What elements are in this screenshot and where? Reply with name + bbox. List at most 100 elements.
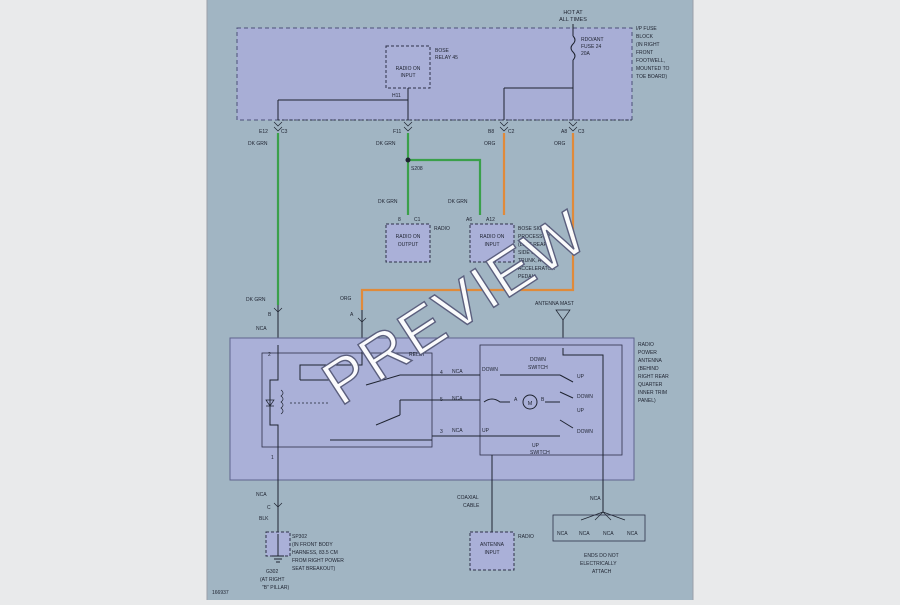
ends-1: ENDS DO NOT xyxy=(584,553,619,559)
sp302-1: SP302 xyxy=(292,534,307,540)
relay-radio-on-input-1: RADIO ON xyxy=(396,66,421,72)
nca-relay-2: NCA xyxy=(452,396,463,402)
fuse-block-label-4: FRONT xyxy=(636,50,653,56)
rpa-label-5: RIGHT REAR xyxy=(638,374,669,380)
antenna-mast-label: ANTENNA MAST xyxy=(535,301,574,307)
conn-c3-a: C3 xyxy=(281,129,288,135)
fuse-label-1: RDO/ANT xyxy=(581,37,604,43)
fuse-block-label-5: FOOTWELL, xyxy=(636,58,665,64)
nca-relay-1: NCA xyxy=(452,369,463,375)
fuse-block-label-6: MOUNTED TO xyxy=(636,66,670,72)
antenna-input-2: INPUT xyxy=(485,550,500,556)
conn-c2: C2 xyxy=(508,129,515,135)
bose-relay-label-2: RELAY 45 xyxy=(435,55,458,61)
antenna-mast-icon xyxy=(555,309,571,321)
down-switch-2: SWITCH xyxy=(528,365,548,371)
bose-sig-5: TRUNK, AT xyxy=(518,258,544,264)
wire-blk: BLK xyxy=(259,516,269,522)
fuse-block-label-7: TOE BOARD) xyxy=(636,74,667,80)
pin-b8: B8 xyxy=(488,129,494,135)
up-switch-1: UP xyxy=(532,443,540,449)
bose-input-box xyxy=(469,223,515,263)
nca-ends-box xyxy=(552,514,646,542)
motor-icon xyxy=(522,394,538,410)
pin-e12: E12 xyxy=(259,129,268,135)
pin-a12: A12 xyxy=(486,217,495,223)
down-label-2: DOWN xyxy=(577,394,593,400)
diode-icon xyxy=(265,399,275,407)
nca-3: NCA xyxy=(557,531,568,537)
antenna-input-box xyxy=(469,531,515,571)
bose-radio-on-input-2: INPUT xyxy=(485,242,500,248)
nca-5: NCA xyxy=(603,531,614,537)
pin-c1: C1 xyxy=(414,217,421,223)
rpa-label-2: POWER xyxy=(638,350,657,356)
pin-a6: A6 xyxy=(466,217,472,223)
radio-label-1: RADIO xyxy=(434,226,450,232)
splice-s208-dot xyxy=(405,157,411,163)
motor-pin-a: A xyxy=(514,397,518,403)
bose-sig-4: SIDE OF xyxy=(518,250,538,256)
motor-pin-b: B xyxy=(541,397,545,403)
ends-2: ELECTRICALLY xyxy=(580,561,617,567)
pin-h11: H11 xyxy=(392,93,401,99)
conn-c3-b: C3 xyxy=(578,129,585,135)
pin-a8: A8 xyxy=(561,129,567,135)
fuse-label-2: FUSE 24 xyxy=(581,44,602,50)
up-label-2: UP xyxy=(577,374,585,380)
pin-a-relay: A xyxy=(350,312,354,318)
g302-2: (AT RIGHT xyxy=(260,577,285,583)
up-label-3: UP xyxy=(577,408,585,414)
rpa-label-6: QUARTER xyxy=(638,382,663,388)
down-switch-1: DOWN xyxy=(530,357,546,363)
bose-sig-7: PEDAL) xyxy=(518,274,536,280)
wire-dkgrn-1: DK GRN xyxy=(248,141,268,147)
pin-8: 8 xyxy=(398,217,401,223)
pin-f11: F11 xyxy=(393,129,401,135)
rpa-label-1: RADIO xyxy=(638,342,654,348)
relay-label: RELAY xyxy=(409,352,426,358)
hot-label: HOT AT xyxy=(563,10,583,16)
motor-label: M xyxy=(528,401,533,407)
wire-dkgrn-5: DK GRN xyxy=(246,297,266,303)
fuse-block-label-3: (IN RIGHT xyxy=(636,42,660,48)
wire-dkgrn-3: DK GRN xyxy=(378,199,398,205)
sp302-2: (IN FRONT BODY xyxy=(292,542,333,548)
nca-2: NCA xyxy=(590,496,601,502)
nca-6: NCA xyxy=(627,531,638,537)
radio-label-2: RADIO xyxy=(518,534,534,540)
antenna-input-1: ANTENNA xyxy=(480,542,505,548)
pin-4: 4 xyxy=(440,370,443,376)
diagram-code: 166937 xyxy=(212,590,229,596)
relay-coil-wire xyxy=(269,345,279,460)
wire-dkgrn-2: DK GRN xyxy=(376,141,396,147)
bose-sig-1: BOSE SIGNAL xyxy=(518,226,552,232)
fuse-symbol xyxy=(570,35,576,61)
fuse-block-label-2: BLOCK xyxy=(636,34,654,40)
bose-sig-6: ACCELERATOR xyxy=(518,266,555,272)
radio-on-output-1: RADIO ON xyxy=(396,234,421,240)
g302-1: G302 xyxy=(266,569,278,575)
ends-3: ATTACH xyxy=(592,569,612,575)
orange-wire-relay xyxy=(360,133,575,310)
rpa-label-8: PANEL) xyxy=(638,398,656,404)
wire-org-2: ORG xyxy=(554,141,566,147)
hot-label-2: ALL TIMES xyxy=(559,17,587,23)
green-wire-bose xyxy=(408,158,482,215)
nca-4: NCA xyxy=(579,531,590,537)
sp302-4: FROM RIGHT POWER xyxy=(292,558,344,564)
bose-relay-label-1: BOSE xyxy=(435,48,450,54)
fuse-block-label-1: I/P FUSE xyxy=(636,26,657,32)
nca-1: NCA xyxy=(256,326,267,332)
pin-1: 1 xyxy=(271,455,274,461)
bose-relay-45 xyxy=(385,45,431,89)
splice-s208: S208 xyxy=(411,166,423,172)
bose-sig-3: (LEFT REAR xyxy=(518,242,547,248)
pin-b-relay: B xyxy=(268,312,272,318)
rpa-label-4: (BEHIND xyxy=(638,366,659,372)
relay-radio-on-input-2: INPUT xyxy=(401,73,416,79)
g302-3: "B" PILLAR) xyxy=(262,585,290,591)
coax-1: COAXIAL xyxy=(457,495,479,501)
